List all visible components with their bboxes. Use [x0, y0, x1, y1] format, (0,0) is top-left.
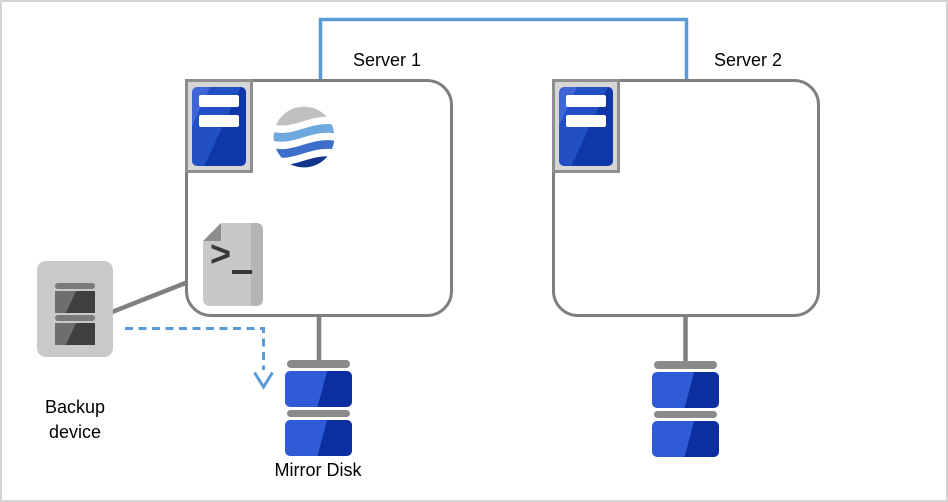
tape-slot-bar — [55, 283, 95, 289]
disk-platter — [652, 421, 719, 457]
tape-drive-icon — [37, 261, 113, 357]
tape-slot-bar — [55, 315, 95, 321]
mirror-disk-label: Mirror Disk — [274, 460, 362, 480]
server-tower-body — [559, 87, 613, 166]
wave-sphere-icon — [273, 106, 335, 168]
server-tower-body — [192, 87, 246, 166]
disk-stack-icon — [652, 361, 719, 457]
disk-platter — [285, 371, 352, 407]
server-interconnect-line — [318, 17, 689, 80]
backup-to-server-line — [109, 279, 191, 315]
backup-device-label: Backup device — [44, 397, 106, 442]
server-tower-slot — [199, 95, 239, 107]
document-edge-shadow — [251, 223, 263, 306]
arrowhead-down-icon — [253, 371, 274, 390]
document-body — [203, 223, 263, 306]
wave-band-gray — [273, 106, 335, 126]
tape-slot — [55, 291, 95, 313]
disk-cap — [654, 411, 717, 418]
shell-prompt-glyph: > — [210, 233, 231, 274]
disk-stack-icon — [285, 360, 352, 456]
wave-band-light-blue — [273, 124, 335, 142]
server-tower-icon — [185, 79, 253, 173]
dashed-restore-arrow — [125, 327, 274, 390]
disk-platter — [652, 372, 719, 408]
disk-platter — [285, 420, 352, 456]
tape-slot — [55, 323, 95, 345]
server2-label: Server 2 — [713, 50, 783, 70]
server2-box — [552, 79, 820, 317]
wave-band-mid-blue — [273, 140, 335, 158]
server-tower-slot — [199, 115, 239, 127]
shell-script-icon: > — [203, 223, 263, 306]
document-fold — [203, 223, 221, 241]
shell-cursor-glyph — [232, 270, 252, 274]
server-tower-slot — [566, 115, 606, 127]
server-tower-icon — [552, 79, 620, 173]
server1-label: Server 1 — [352, 50, 422, 70]
disk-cap — [287, 410, 350, 417]
server-tower-slot — [566, 95, 606, 107]
disk-cap — [654, 361, 717, 369]
wave-band-dark-blue — [273, 156, 335, 168]
disk-cap — [287, 360, 350, 368]
